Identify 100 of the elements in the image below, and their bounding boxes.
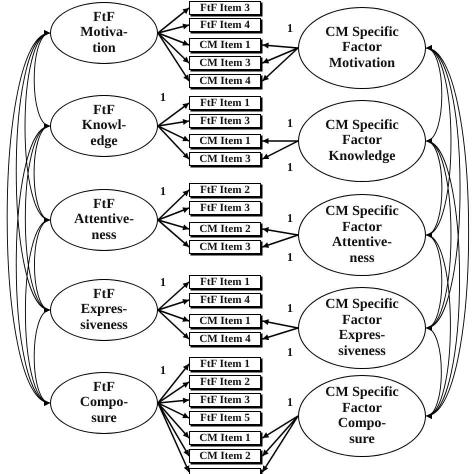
indicator-name: CM Item 3 [199,154,251,164]
indicator-box [189,114,261,128]
indicator-name: CM Item 3 [199,58,251,68]
indicator-name: FtF Item 1 [200,98,250,108]
loading-arrow [262,138,298,144]
indicator-name: CM Item 3 [199,242,251,252]
loading-arrow [158,24,190,34]
loading-arrow [262,47,299,82]
loading-value: 1 [287,161,293,173]
indicator-box [189,332,261,346]
loading-arrow [158,398,190,404]
indicator-name: FtF Item 3 [200,202,250,214]
loading-arrow [157,32,190,64]
loading-value: 1 [287,117,293,129]
indicator-name: CM Item 1 [199,40,251,50]
factor-name: FtF Knowl- edge [82,102,126,150]
loading-arrow [158,125,190,142]
loading-value: 1 [287,396,293,408]
indicator-name: CM Item 1 [199,316,251,326]
loading-arrow [157,402,190,472]
indicator-box [189,56,261,70]
factor-name: CM Specific Factor Expres- siveness [325,297,399,359]
covariance-arrow [6,32,50,404]
indicator-name: FtF Item 4 [200,294,250,306]
loading-arrow [262,227,298,236]
loading-arrow [262,140,298,160]
loading-value: 1 [287,302,293,314]
indicator-name: FtF Item 1 [200,358,250,370]
factor-name: FtF Attentive- ness [74,196,134,244]
indicator-box [189,201,261,215]
indicator-box [189,222,261,236]
covariance-arrow [16,126,50,404]
loading-arrow [262,47,298,64]
indicator-box [189,152,261,166]
indicator-name: CM Item 1 [199,432,251,444]
loading-arrow [157,189,190,221]
indicator-name: CM Item 4 [199,76,251,86]
loading-arrow [262,42,298,49]
loading-arrow [157,32,190,82]
indicator-box [189,357,261,371]
indicator-box [189,293,261,307]
loading-value: 1 [287,251,293,263]
indicator-box [189,38,261,52]
indicator-name: FtF Item 2 [200,184,250,196]
indicator-box [189,18,261,32]
factor-name: FtF Compo- sure [80,380,128,426]
loading-arrow [157,309,190,340]
loading-value: 1 [160,185,166,197]
indicator-box [189,275,261,289]
indicator-box [189,183,261,197]
loading-arrow [262,327,298,340]
loading-arrow [158,381,190,404]
indicator-name: FtF Item 2 [200,376,250,388]
indicator-box [189,393,261,407]
loading-arrow [158,32,190,46]
loading-arrow [158,219,190,248]
indicator-box [189,74,261,88]
indicator-box [189,96,261,110]
loading-arrow [262,234,298,248]
covariance-arrow [426,327,442,417]
covariance-arrow [426,48,470,416]
indicator-name: CM Item 1 [199,136,251,146]
indicator-name: CM Item 2 [199,224,251,234]
indicator-name: CM Item 2 [199,450,251,462]
indicator-name: FtF Item 3 [200,2,250,14]
loading-arrow [158,281,190,311]
covariance-arrow [24,220,50,404]
factor-name: FtF Expres- siveness [80,286,128,334]
loading-arrow [158,402,190,419]
loading-value: 1 [287,212,293,224]
covariance-arrow [426,140,460,416]
loading-arrow [262,319,298,329]
indicator-name: FtF Item 3 [200,116,250,126]
loading-arrow [158,309,190,322]
indicator-box [189,431,261,445]
loading-value: 1 [160,276,166,288]
indicator-box [189,240,261,254]
loading-value: 1 [160,364,166,376]
factor-name: CM Specific Factor Attentive- ness [325,204,399,266]
loading-value: 1 [160,91,166,103]
indicator-name: FtF Item 3 [200,394,250,406]
factor-name: CM Specific Factor Motivation [325,24,399,72]
covariance-arrow [34,309,50,404]
factor-name: CM Specific Factor Compo- sure [325,385,399,447]
indicator-box [189,1,261,15]
loading-arrow [158,7,190,34]
indicator-box [189,134,261,148]
loading-arrow [262,415,298,439]
indicator-box [189,375,261,389]
factor-name: FtF Motiva- tion [80,10,128,56]
factor-name: CM Specific Factor Knowledge [325,118,399,164]
indicator-box [189,314,261,328]
loading-arrow [158,207,190,221]
indicator-name: FtF Item 5 [200,412,250,424]
loading-arrow [158,119,190,127]
covariance-arrow [426,234,451,416]
indicator-name: FtF Item 1 [200,276,250,288]
loading-arrow [157,402,190,438]
indicator-box [189,449,261,463]
indicator-name: CM Item 4 [199,334,251,344]
